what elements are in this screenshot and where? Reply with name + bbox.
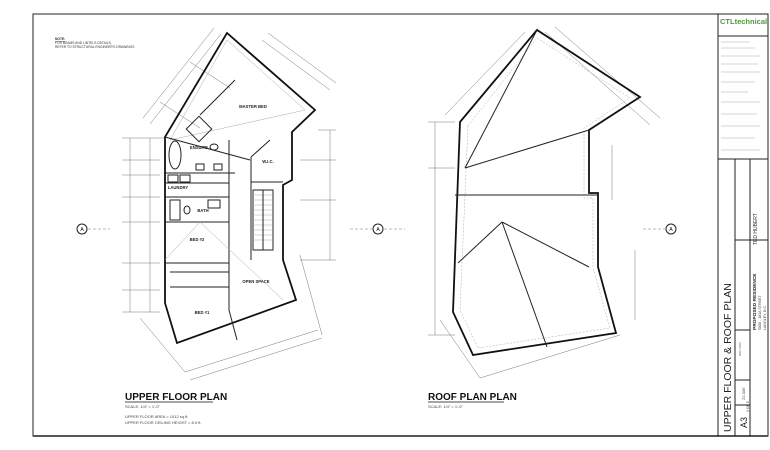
roof-dimension-lines	[428, 26, 661, 379]
staircase	[252, 189, 274, 251]
section-marker-a	[372, 223, 384, 235]
project-address-line2: LANGLEY, B.C.	[763, 305, 767, 330]
dryer-icon	[167, 174, 179, 183]
dimension-lines	[122, 27, 337, 381]
exterior-walls	[164, 31, 317, 345]
sheet-title: UPPER FLOOR & ROOF PLAN	[722, 283, 734, 432]
exterior-wall-line	[459, 37, 631, 349]
room-label-open-space: OPEN SPACE	[242, 279, 269, 284]
fixtures	[167, 115, 223, 221]
vanity-icon	[207, 199, 221, 209]
upper-floor-title-block: UPPER FLOOR PLAN SCALE: 1/4" = 1'-0" UPP…	[125, 392, 227, 425]
room-label-master-bed: MASTER BED	[239, 104, 267, 109]
roof-ridges	[455, 29, 598, 348]
section-marker-a	[665, 223, 677, 235]
bathtub-icon	[168, 140, 182, 170]
toilet-icon	[209, 143, 219, 151]
note-line: FOR BEAMS AND LINTELS DETAILS,	[55, 41, 112, 45]
room-label-bath: BATH	[197, 208, 208, 213]
sheet-of: 3 OF 5	[746, 401, 750, 412]
roof-outline	[452, 28, 642, 356]
sink-icon	[213, 163, 223, 171]
upper-floor-title: UPPER FLOOR PLAN	[125, 392, 227, 403]
client-name: TED HUBERT	[753, 213, 759, 245]
note-heading: NOTE:	[55, 37, 65, 41]
company-logo: CTLtechnical	[720, 17, 767, 26]
note-line: REFER TO STRUCTURAL ENGINEER'S DRAWINGS	[55, 45, 135, 49]
upper-floor-ceiling: UPPER FLOOR CEILING HEIGHT = 8.0 ft.	[125, 420, 202, 425]
sheet-number: A3	[739, 417, 749, 428]
project-number: 22-006	[741, 387, 746, 400]
general-note: NOTE: FOR BEAMS AND LINTELS DETAILS, REF…	[55, 37, 135, 49]
roof-overhang-line	[169, 39, 306, 141]
section-markers: A A A	[76, 223, 677, 235]
roof-plan-scale: SCALE: 1/4" = 1'-0"	[428, 404, 463, 409]
section-marker-label: A	[669, 227, 673, 233]
roof-plan-title-block: ROOF PLAN PLAN SCALE: 1/4" = 1'-0"	[428, 392, 517, 409]
roof-plan-title: ROOF PLAN PLAN	[428, 392, 517, 403]
sink-icon	[195, 163, 205, 171]
upper-floor-area: UPPER FLOOR AREA = 1012 sq.ft.	[125, 414, 188, 419]
room-label-laundry: LAUNDRY	[168, 185, 189, 190]
shower-icon	[185, 115, 213, 143]
project-address-line1: 5888 - 184A STREET	[758, 295, 762, 330]
toilet-icon	[183, 205, 191, 215]
section-marker-label: A	[80, 227, 84, 233]
upper-floor-plan: MASTER BED ENSUITE W.I.C. LAUNDRY BATH B…	[122, 27, 337, 381]
room-label-ensuite: ENSUITE	[190, 145, 208, 150]
room-label-bed-2: BED #2	[190, 237, 205, 242]
room-label-bed-1: BED #1	[195, 310, 210, 315]
section-marker-a	[76, 223, 88, 235]
general-notes-text	[721, 41, 760, 151]
upper-floor-scale: SCALE: 1/4" = 1'-0"	[125, 404, 160, 409]
title-block: CTLtechnical UPPER FLOOR & ROOF PLAN A3 …	[717, 14, 768, 436]
room-label-wic: W.I.C.	[262, 159, 273, 164]
project-name: PROPOSED RESIDENCE	[752, 273, 758, 330]
sheet-border	[32, 13, 769, 437]
date: MAY 2022	[738, 342, 742, 356]
roof-plan	[428, 26, 661, 379]
washer-icon	[179, 174, 191, 183]
section-marker-label: A	[376, 227, 380, 233]
interior-walls	[164, 79, 284, 341]
tub-icon	[169, 199, 181, 221]
